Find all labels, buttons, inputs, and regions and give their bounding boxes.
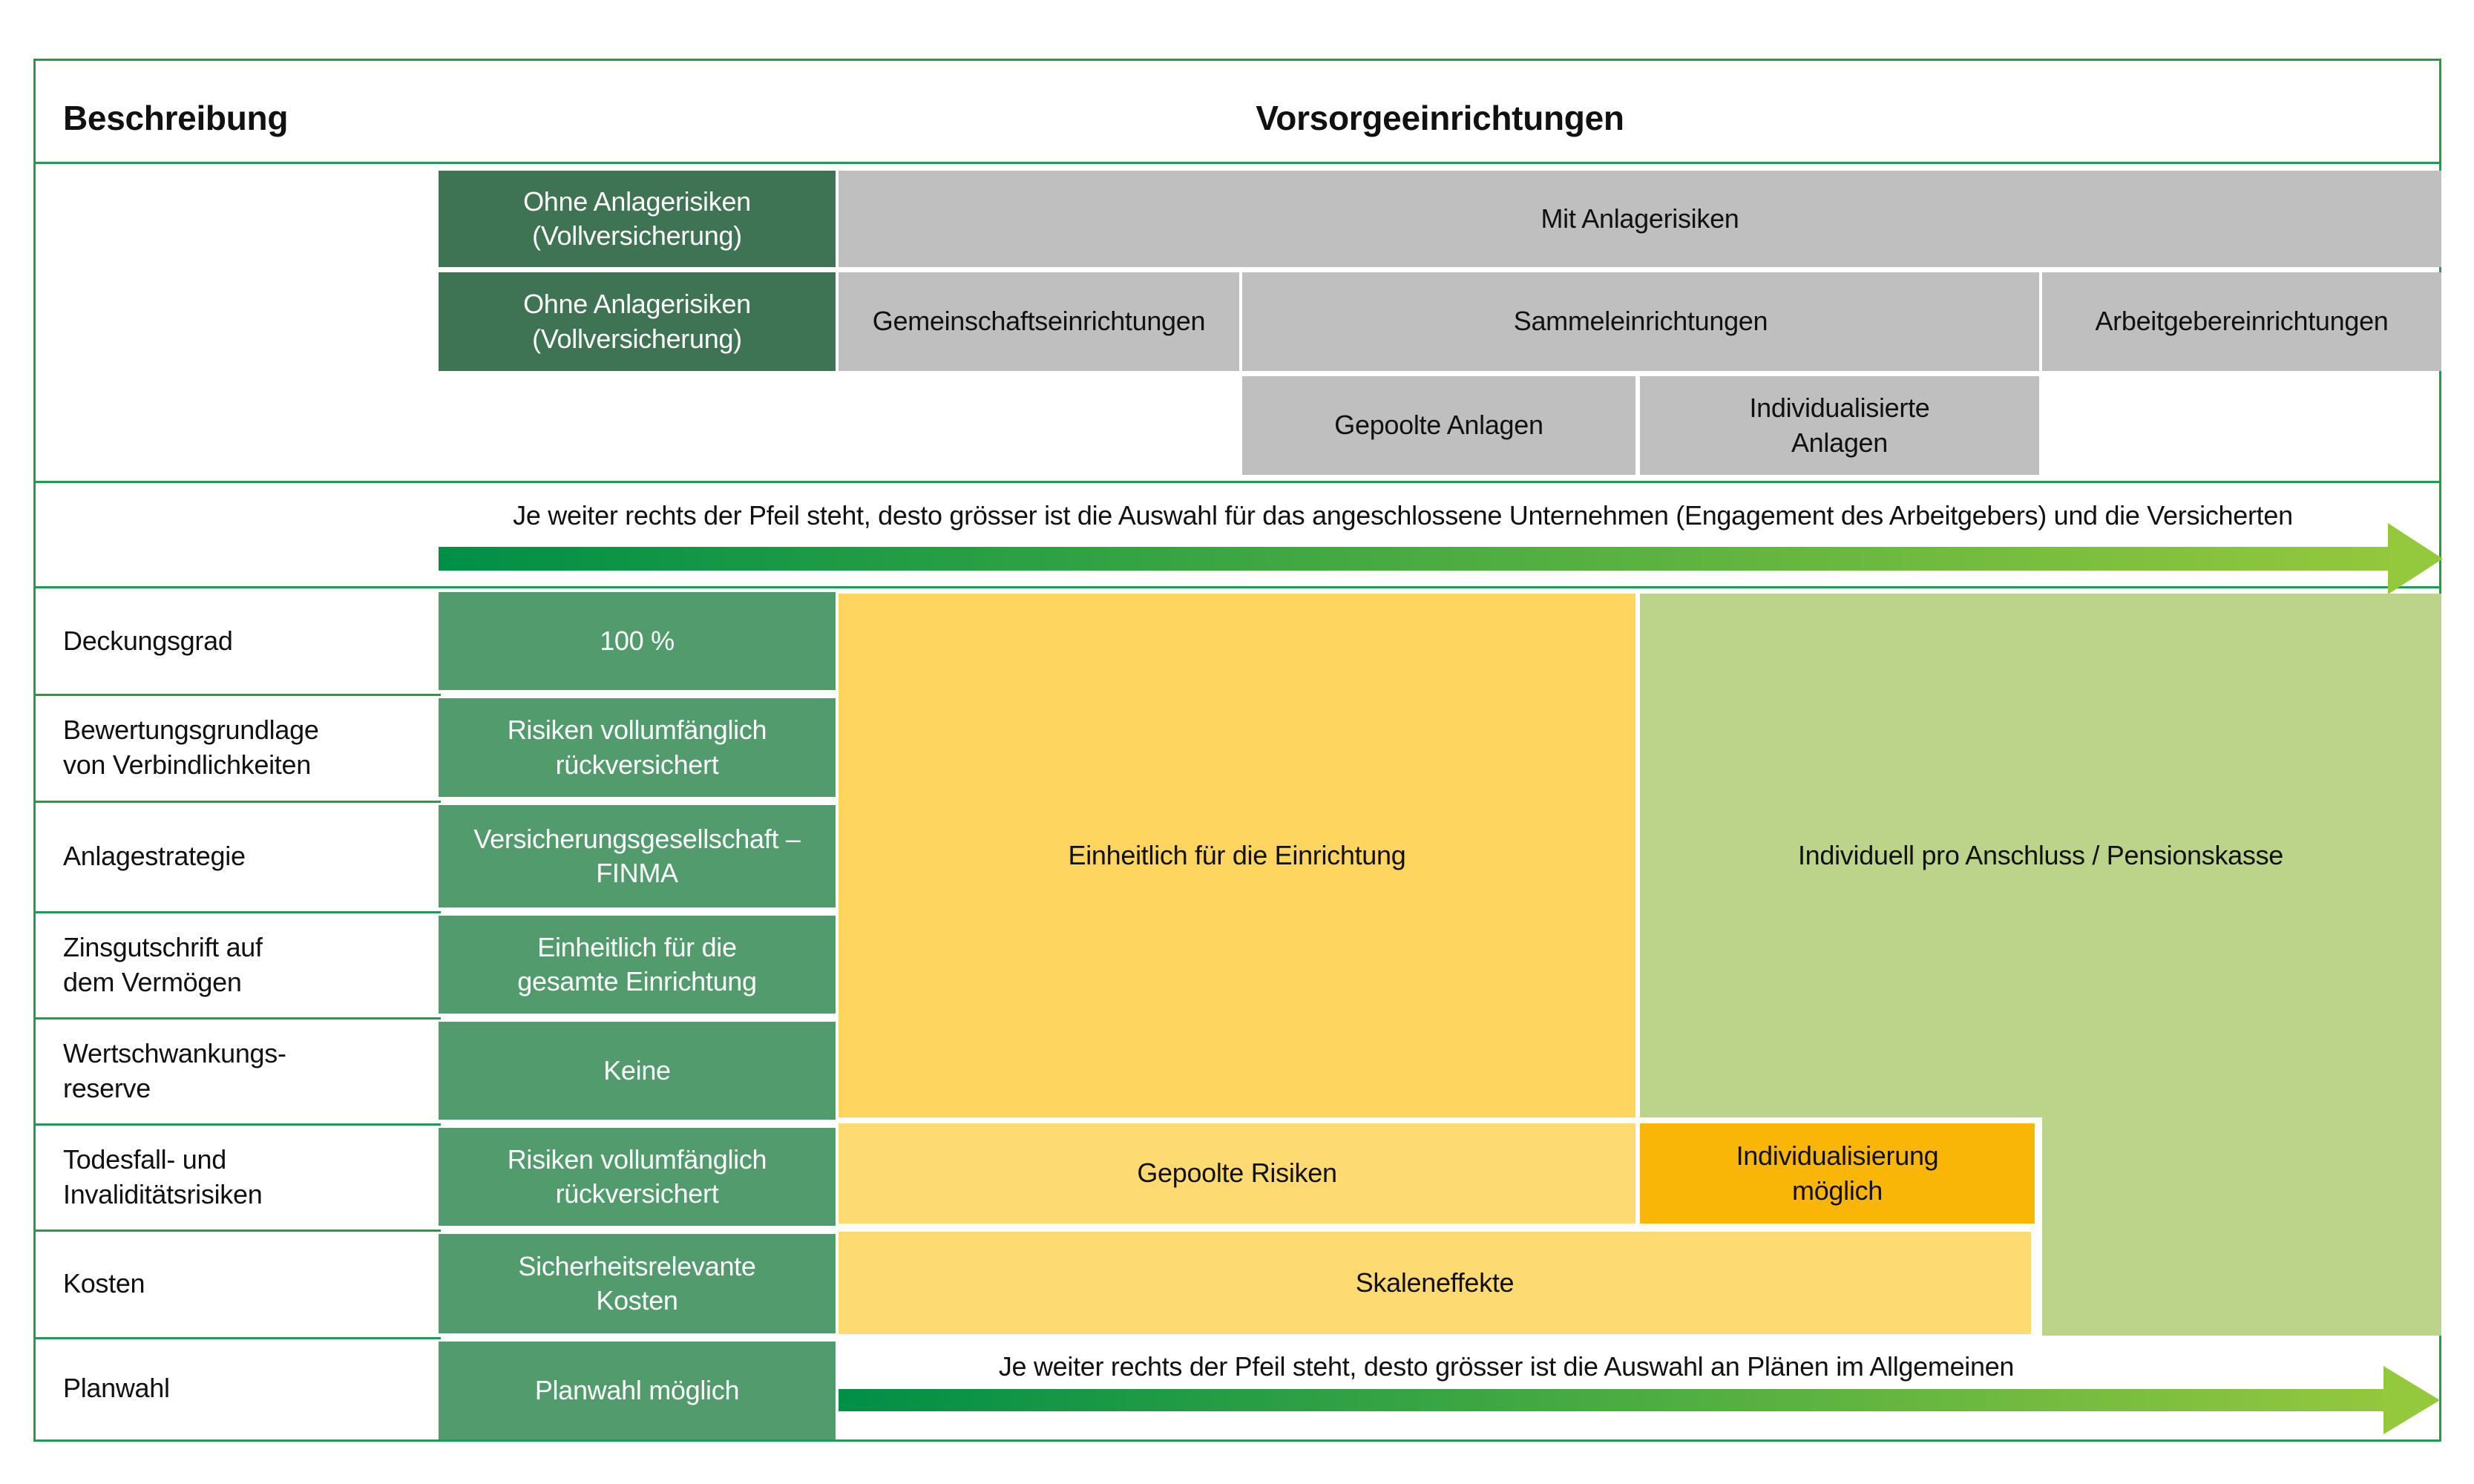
row-divider	[33, 911, 441, 913]
bottom-arrow-label: Je weiter rechts der Pfeil steht, desto …	[998, 1351, 2015, 1382]
cell-sammeleinrichtungen: Sammeleinrichtungen	[1242, 272, 2039, 371]
row-label-anlagestrategie: Anlagestrategie	[63, 841, 246, 872]
row-label-bewertungsgrundlage: Bewertungsgrundlage von Verbindlichkeite…	[63, 715, 319, 780]
row-divider	[33, 1229, 441, 1232]
top-arrow-head-icon	[2388, 523, 2443, 594]
cell-value-bewertungsgrundlage: Risiken vollumfänglich rückversichert	[439, 698, 836, 797]
arrow-band-top-line	[33, 481, 2441, 483]
row-divider	[33, 1123, 441, 1126]
row-divider	[33, 1017, 441, 1020]
top-arrow-label: Je weiter rechts der Pfeil steht, desto …	[513, 500, 2293, 531]
cell-value-todesfall-invaliditaet: Risiken vollumfänglich rückversichert	[439, 1128, 836, 1226]
area-skaleneffekte: Skaleneffekte	[839, 1232, 2031, 1334]
area-einheitlich-fuer-einrichtung: Einheitlich für die Einrichtung	[839, 594, 1635, 1117]
row-label-kosten: Kosten	[63, 1268, 145, 1299]
column-header-beschreibung: Beschreibung	[63, 99, 289, 137]
cell-gemeinschaftseinrichtungen: Gemeinschaftseinrichtungen	[839, 272, 1239, 371]
row-label-zinsgutschrift: Zinsgutschrift auf dem Vermögen	[63, 931, 263, 997]
cell-value-deckungsgrad: 100 %	[439, 592, 836, 690]
cell-mit-anlagerisiken: Mit Anlagerisiken	[839, 171, 2441, 267]
header-divider-line	[33, 162, 2441, 164]
cell-value-zinsgutschrift: Einheitlich für die gesamte Einrichtung	[439, 916, 836, 1014]
cell-value-kosten: Sicherheitsrelevante Kosten	[439, 1234, 836, 1333]
cell-gepoolte-anlagen: Gepoolte Anlagen	[1242, 376, 1635, 475]
row-divider	[33, 801, 441, 803]
row-label-planwahl: Planwahl	[63, 1373, 170, 1404]
area-gepoolte-risiken: Gepoolte Risiken	[839, 1123, 1635, 1224]
row-label-todesfall-invaliditaet: Todesfall- und Invaliditätsrisiken	[63, 1143, 263, 1209]
column-header-vorsorgeeinrichtungen: Vorsorgeeinrichtungen	[1256, 99, 1624, 137]
cell-ohne-anlagerisiken-row2: Ohne Anlagerisiken (Vollversicherung)	[439, 272, 836, 371]
arrow-band-bottom-line	[33, 586, 2441, 588]
cell-ohne-anlagerisiken-row1: Ohne Anlagerisiken (Vollversicherung)	[439, 171, 836, 267]
cell-value-wertschwankungsreserve: Keine	[439, 1022, 836, 1120]
row-divider	[33, 1337, 441, 1339]
cell-value-planwahl: Planwahl möglich	[439, 1342, 836, 1439]
cell-individualisierte-anlagen: Individualisierte Anlagen	[1640, 376, 2039, 475]
cell-arbeitgebereinrichtungen: Arbeitgebereinrichtungen	[2042, 272, 2441, 371]
cell-value-anlagestrategie: Versicherungsgesellschaft – FINMA	[439, 805, 836, 907]
bottom-arrow	[839, 1389, 2391, 1411]
area-individualisierung-moeglich: Individualisierung möglich	[1640, 1123, 2035, 1224]
area-individuell-pro-anschluss: Individuell pro Anschluss / Pensionskass…	[1640, 594, 2441, 1117]
row-divider	[33, 694, 441, 696]
row-label-wertschwankungsreserve: Wertschwankungs- reserve	[63, 1037, 286, 1103]
bottom-arrow-head-icon	[2383, 1366, 2440, 1434]
row-label-deckungsgrad: Deckungsgrad	[63, 626, 233, 657]
top-arrow	[439, 547, 2398, 571]
